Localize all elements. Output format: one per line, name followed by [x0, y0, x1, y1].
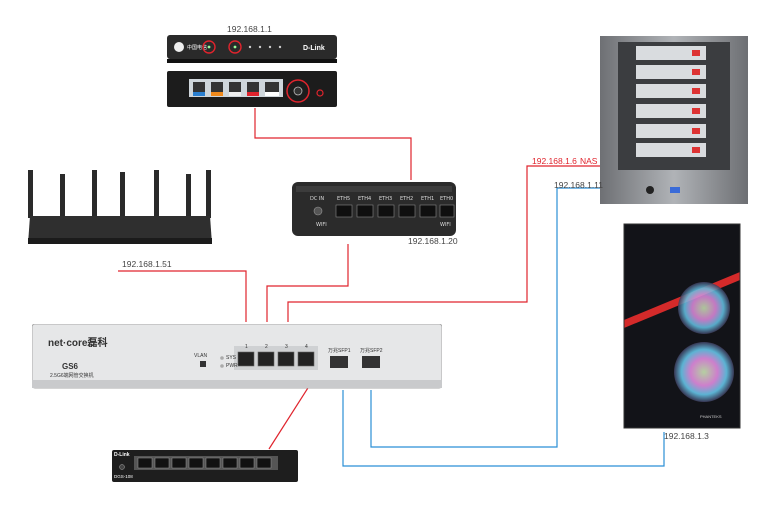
link-softrouter-switch — [266, 244, 349, 322]
port-label-5: ETH1 — [421, 196, 434, 202]
switch-vlan-label: VLAN — [194, 353, 208, 359]
link-pc-sfp1 — [342, 390, 665, 467]
switch-sfp1-label: 万兆SFP1 — [328, 348, 351, 354]
link-nas-switch — [287, 165, 600, 322]
switch-subtitle: 2.5G6端网管交换机 — [50, 373, 94, 379]
router-ip-label: 192.168.1.51 — [122, 259, 172, 269]
main-switch: net·core磊科 GS6 2.5G6端网管交换机 VLAN SYS PWR … — [31, 323, 443, 390]
desktop-pc: PHANTEKS — [622, 222, 742, 430]
port-label-3: ETH3 — [379, 196, 392, 202]
soft-router: DC IN ETH5 ETH4 ETH3 ETH2 ETH1 ETH0 WIFI… — [290, 178, 460, 238]
softrouter-ip-label: 192.168.1.20 — [408, 236, 458, 246]
small-switch-model: DGS-108 — [114, 474, 133, 479]
port-label-1: ETH5 — [337, 196, 350, 202]
modem-ip-label: 192.168.1.1 — [227, 24, 272, 34]
modem-brand: D-Link — [303, 45, 325, 52]
switch-port-number-4: 4 — [305, 344, 308, 350]
switch-port-number-3: 3 — [285, 344, 288, 350]
wifi-left-label: WIFI — [316, 222, 327, 228]
wifi-router — [20, 168, 216, 250]
pc-ip-label: 192.168.1.3 — [664, 431, 709, 441]
link-server-sfp2 — [370, 187, 600, 448]
port-label-4: ETH2 — [400, 196, 413, 202]
nas-ip-label: 192.168.1.6 — [532, 156, 577, 166]
port-label-0: DC IN — [310, 196, 324, 202]
pc-brand: PHANTEKS — [700, 414, 722, 419]
wifi-right-label: WIFI — [440, 222, 451, 228]
switch-brand: net·core磊科 — [48, 338, 108, 349]
switch-port-number-2: 2 — [265, 344, 268, 350]
link-switch-smallswitch — [268, 379, 314, 450]
port-label-2: ETH4 — [358, 196, 371, 202]
modem-isp-logo: 中国电信 — [187, 44, 207, 51]
nas-text-label: NAS — [580, 156, 598, 166]
optical-modem: 中国电信 D-Link — [165, 33, 340, 111]
nas-server — [600, 36, 748, 204]
small-switch-brand: D-Link — [114, 452, 130, 458]
server-ip-label: 192.168.1.11 — [554, 180, 603, 190]
small-switch: D-Link DGS-108 — [112, 450, 298, 484]
port-label-6: ETH0 — [440, 196, 453, 202]
link-modem-softrouter — [254, 108, 412, 180]
link-router-switch — [118, 270, 247, 322]
switch-sfp2-label: 万兆SFP2 — [360, 348, 383, 354]
switch-port-number-1: 1 — [245, 344, 248, 350]
switch-pwr-label: PWR — [226, 363, 238, 369]
switch-model: GS6 — [62, 362, 79, 371]
switch-sys-label: SYS — [226, 355, 237, 361]
